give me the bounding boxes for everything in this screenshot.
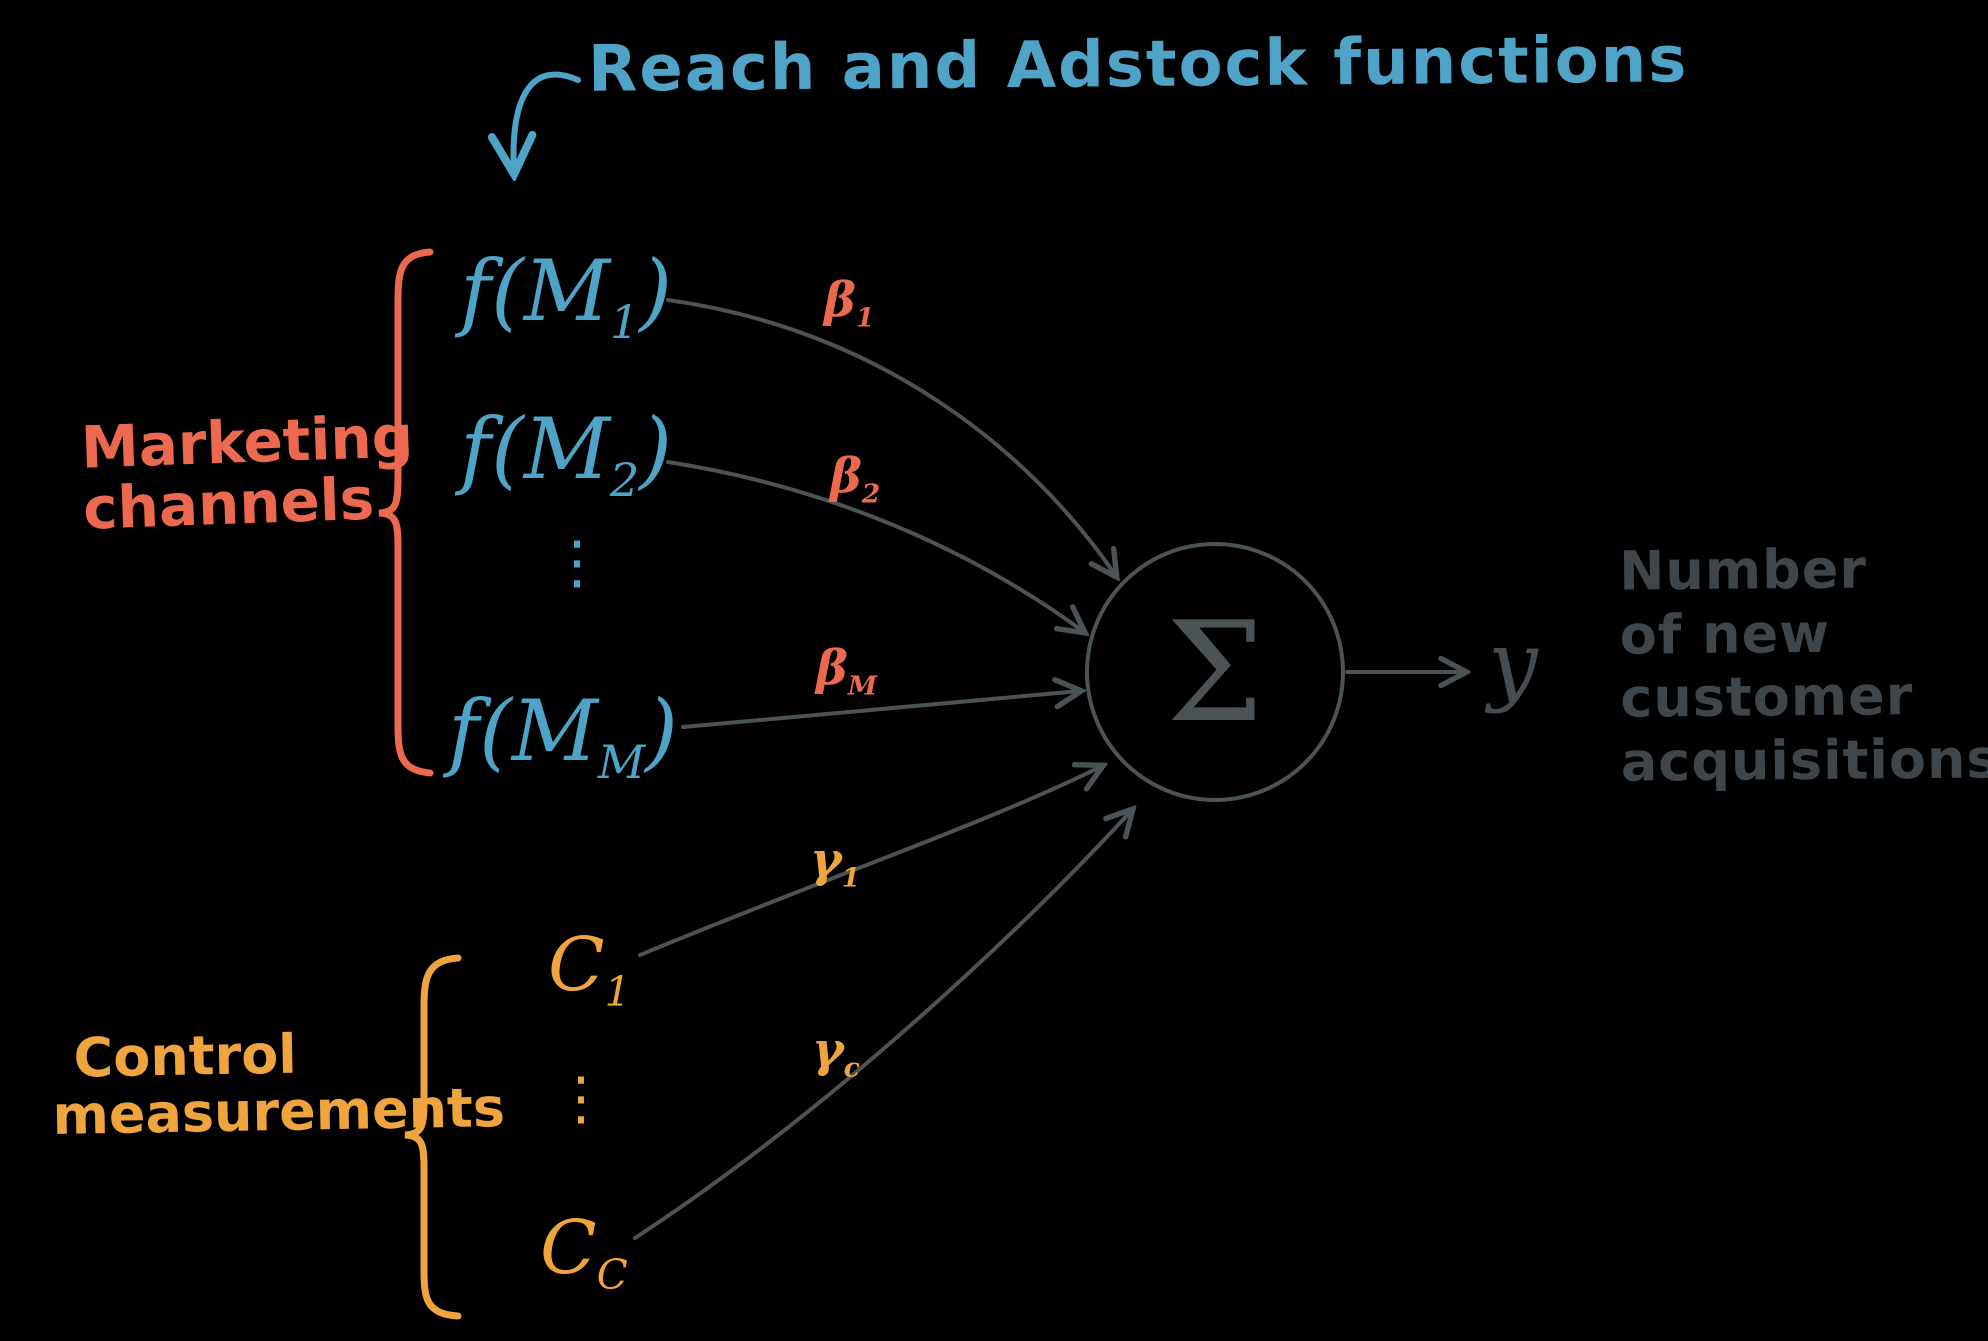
- output-caption-line3: customer: [1620, 664, 1914, 731]
- control-ellipsis: ⋮: [552, 1064, 610, 1132]
- control-measurements-label: Control measurements: [51, 1022, 506, 1148]
- weight-beta2-sub: 2: [861, 478, 881, 510]
- node-c1: C1: [548, 922, 631, 1016]
- weight-beta2: β2: [830, 448, 880, 510]
- node-f-m2-close: ): [639, 400, 673, 498]
- weight-gamma1-base: γ: [810, 832, 842, 888]
- weight-betaM-base: β: [816, 640, 848, 696]
- node-cC: CC: [540, 1205, 628, 1299]
- weight-beta2-base: β: [830, 448, 862, 504]
- sum-symbol: Σ: [1166, 592, 1264, 753]
- node-f-m1: f(M1): [460, 242, 672, 349]
- title-reach-adstock: Reach and Adstock functions: [587, 23, 1689, 107]
- weight-gammaC: γc: [812, 1022, 860, 1084]
- marketing-label-line2: channels: [81, 465, 376, 544]
- node-f-m1-sub: 1: [609, 294, 640, 349]
- output-caption: Number of new customer acquisitions: [1619, 536, 1988, 794]
- weight-beta1-base: β: [824, 272, 856, 328]
- node-f-m1-base: f(M: [460, 242, 610, 340]
- weight-beta1-sub: 1: [855, 302, 875, 334]
- control-measurements-brace: [404, 954, 462, 1320]
- weight-gamma1-sub: 1: [841, 862, 861, 894]
- marketing-ellipsis: ⋮: [548, 528, 606, 596]
- node-f-mM-sub: M: [597, 734, 646, 789]
- node-f-m1-close: ): [639, 242, 673, 340]
- output-y: y: [1488, 612, 1538, 715]
- output-caption-line4: acquisitions: [1620, 727, 1988, 794]
- node-f-mM: f(MM): [448, 682, 678, 789]
- node-cC-sub: C: [596, 1250, 628, 1299]
- weight-betaM-sub: M: [847, 670, 878, 702]
- sum-node-circle: [1085, 542, 1345, 802]
- arrow-gamma1: [638, 766, 1102, 957]
- weight-beta1: β1: [824, 272, 874, 334]
- marketing-channels-label: Marketing channels: [80, 402, 416, 544]
- node-f-m2-sub: 2: [609, 452, 640, 507]
- weight-gammaC-sub: c: [843, 1052, 860, 1084]
- node-f-m2: f(M2): [460, 400, 672, 507]
- node-f-mM-base: f(M: [448, 682, 598, 780]
- arrow-betaM: [681, 691, 1080, 729]
- weight-betaM: βM: [816, 640, 877, 702]
- node-f-mM-close: ): [645, 682, 678, 780]
- node-cC-base: C: [540, 1205, 597, 1291]
- control-label-line2: measurements: [51, 1076, 506, 1148]
- node-f-m2-base: f(M: [460, 400, 610, 498]
- arrow-beta1: [666, 298, 1116, 576]
- marketing-channels-brace: [378, 248, 434, 777]
- weight-gamma1: γ1: [810, 832, 860, 894]
- weight-gammaC-base: γ: [812, 1022, 844, 1078]
- arrow-gammaC: [633, 810, 1132, 1240]
- node-c1-base: C: [548, 922, 605, 1008]
- node-c1-sub: 1: [604, 967, 631, 1016]
- reach-adstock-pointer-arrow: [514, 71, 581, 172]
- output-caption-line2: of new: [1619, 601, 1831, 667]
- output-caption-line1: Number: [1618, 537, 1868, 603]
- arrow-beta2: [666, 460, 1084, 632]
